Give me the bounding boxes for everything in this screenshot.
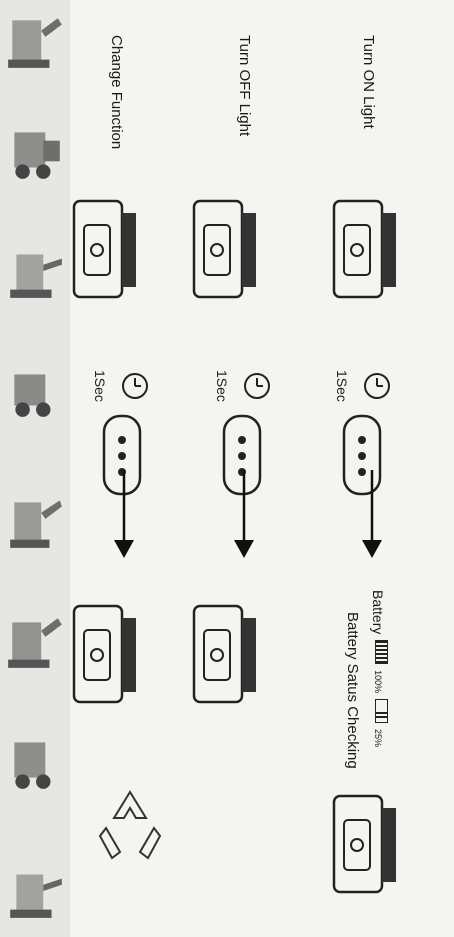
- light-unit-icon: [330, 790, 400, 900]
- battery-low-pct: 25%: [373, 729, 383, 747]
- alarm-clock-icon: [118, 368, 152, 402]
- crane-icon: [4, 240, 66, 302]
- battery-indicator: Battery 100% 25%: [370, 590, 388, 747]
- alarm-clock-icon: [240, 368, 274, 402]
- timer-label: 1Sec: [334, 370, 350, 402]
- loader-icon: [4, 730, 66, 792]
- excavator-icon: [4, 490, 66, 552]
- arrow-down-icon: [232, 470, 256, 560]
- vehicle-strip: [0, 0, 70, 937]
- timer-label: 1Sec: [214, 370, 230, 402]
- recycle-icon: [90, 780, 170, 870]
- battery-status-label: Battery Satus Checking: [344, 612, 361, 769]
- light-unit-icon: [190, 600, 260, 710]
- crane-icon: [4, 860, 66, 922]
- step-label: Turn OFF Light: [236, 35, 253, 136]
- excavator-icon: [4, 610, 66, 672]
- light-unit-icon: [70, 195, 140, 305]
- light-unit-icon: [70, 600, 140, 710]
- step-label: Change Function: [108, 35, 125, 149]
- alarm-clock-icon: [360, 368, 394, 402]
- arrow-down-icon: [360, 470, 384, 560]
- battery-low-icon: [375, 699, 388, 723]
- battery-full-icon: [375, 640, 388, 664]
- battery-label: Battery: [370, 590, 386, 634]
- excavator-icon: [4, 10, 66, 72]
- loader-icon: [4, 360, 66, 422]
- loader-icon: [4, 120, 66, 182]
- battery-full-pct: 100%: [373, 670, 383, 693]
- timer-label: 1Sec: [92, 370, 108, 402]
- step-label: Turn ON Light: [360, 35, 377, 129]
- light-unit-icon: [330, 195, 400, 305]
- light-unit-icon: [190, 195, 260, 305]
- arrow-down-icon: [112, 470, 136, 560]
